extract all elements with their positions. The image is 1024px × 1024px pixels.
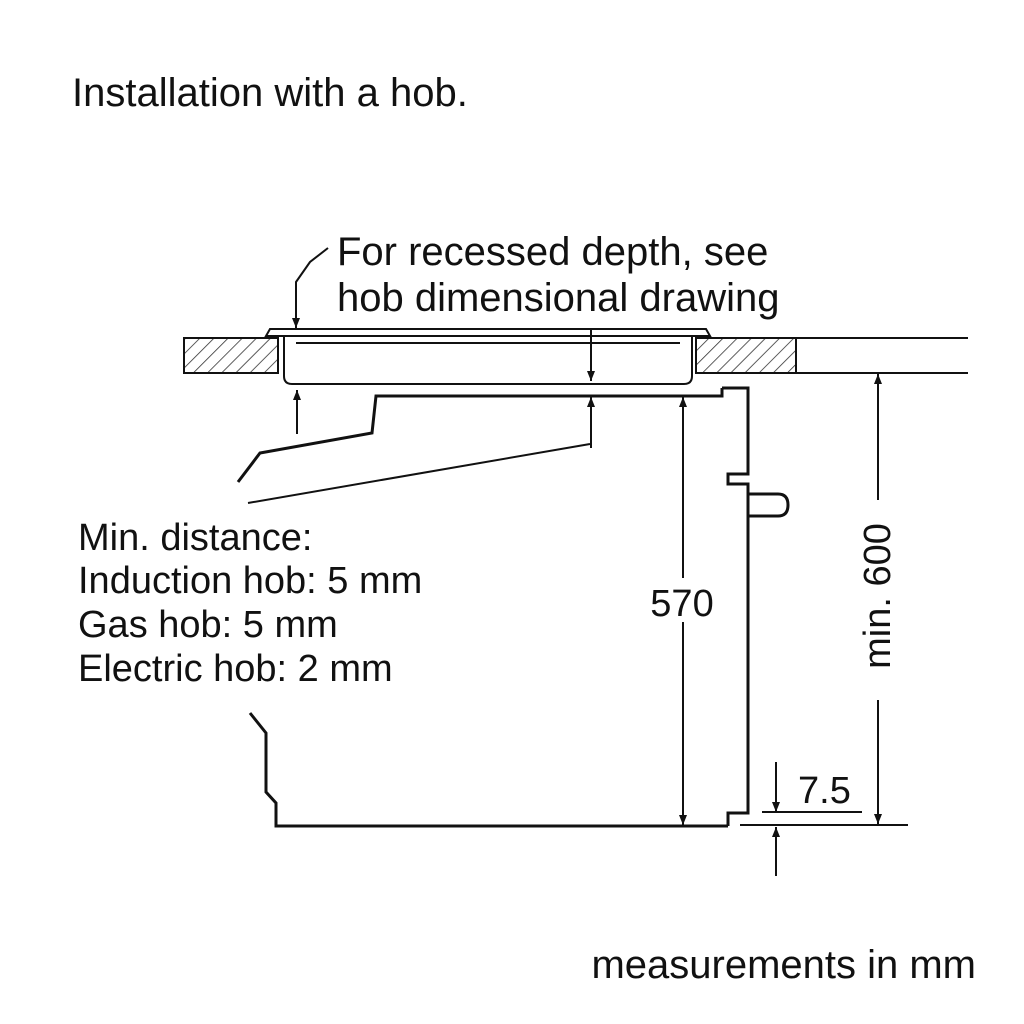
min-distance-gas: Gas hob: 5 mm: [78, 604, 338, 646]
min-distance-arrows: [247, 330, 595, 504]
hob-rim: [264, 328, 712, 337]
hob-body: [283, 337, 693, 385]
recess-leader-arrow: [292, 247, 329, 328]
cabinet-height-dimension: [740, 374, 908, 826]
min-distance-induction: Induction hob: 5 mm: [78, 560, 422, 602]
oven-height-label: 570: [650, 583, 713, 625]
min-distance-electric: Electric hob: 2 mm: [78, 648, 393, 690]
oven-outline: [236, 386, 790, 828]
hob: [264, 328, 712, 385]
bottom-gap-dimension: [762, 762, 862, 876]
recess-note-line-2: hob dimensional drawing: [337, 276, 780, 320]
worktop-right-section: [695, 337, 797, 374]
diagram-title: Installation with a hob.: [72, 71, 468, 115]
worktop-left-section: [183, 337, 279, 374]
bottom-gap-label: 7.5: [798, 770, 851, 812]
cabinet-height-label: min. 600: [857, 523, 899, 669]
recess-note-line-1: For recessed depth, see: [337, 230, 768, 274]
oven-top-body: [236, 388, 724, 483]
worktop: [183, 337, 968, 374]
oven-control-knob: [748, 492, 790, 518]
min-distance-heading: Min. distance:: [78, 517, 312, 559]
units-note: measurements in mm: [591, 943, 976, 987]
oven-bottom-body: [248, 712, 728, 828]
oven-front-panel: [722, 386, 750, 826]
